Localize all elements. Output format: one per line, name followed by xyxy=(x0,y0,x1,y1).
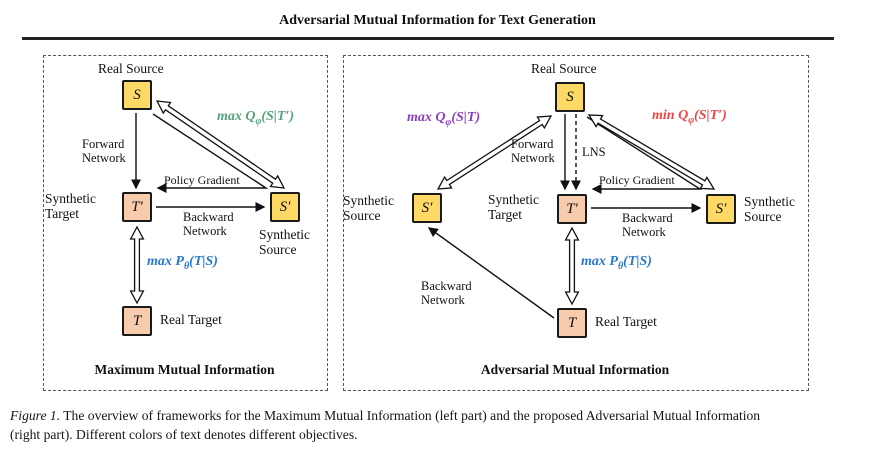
node-caption-synthetic-target: Synthetic Target xyxy=(45,191,96,221)
objective-max-q-purple: max Qφ(S|T) xyxy=(407,110,481,128)
figure-label: Figure 1. xyxy=(10,408,61,423)
objective-max-p-blue: max Pθ(T|S) xyxy=(147,254,218,272)
node-symbol: T′ xyxy=(131,198,143,215)
panel-caption-right: Adversarial Mutual Information xyxy=(480,362,670,377)
edge-label-backward-network-diag: Backward Network xyxy=(421,279,472,307)
node-symbol: S′ xyxy=(421,199,433,216)
running-title: Adversarial Mutual Information for Text … xyxy=(279,13,596,28)
panel-caption-left: Maximum Mutual Information xyxy=(94,362,275,377)
node-caption-real-source-right: Real Source xyxy=(531,61,597,76)
figure-caption-line1: Figure 1. The overview of frameworks for… xyxy=(10,408,761,423)
edge-label-lns: LNS xyxy=(582,145,606,159)
edge-label-forward-network: Forward Network xyxy=(82,137,126,165)
objective-min-q-red: min Qφ(S|T′) xyxy=(652,108,727,126)
edge-label-backward-network: Backward Network xyxy=(183,210,234,238)
node-real-target-right: T xyxy=(557,308,587,338)
edge-label-forward-network-right: Forward Network xyxy=(511,137,555,165)
edge-label-policy-gradient: Policy Gradient xyxy=(164,173,240,187)
node-synthetic-target-right: T′ xyxy=(557,194,587,224)
node-caption-real-target-right: Real Target xyxy=(595,314,657,329)
figure-caption: Figure 1. The overview of frameworks for… xyxy=(10,406,866,445)
node-synthetic-source-left: S′ xyxy=(412,193,442,223)
figure-caption-line2: (right part). Different colors of text d… xyxy=(10,427,358,443)
node-symbol: T xyxy=(132,312,142,329)
node-symbol: T′ xyxy=(566,200,578,217)
panel-adversarial-mutual-information xyxy=(343,55,809,391)
objective-max-q-green: max Qφ(S|T′) xyxy=(217,109,295,127)
node-caption-real-source: Real Source xyxy=(98,61,164,76)
node-real-source: S xyxy=(122,80,152,110)
node-real-source-right: S xyxy=(555,82,585,112)
node-symbol: S′ xyxy=(279,198,291,215)
edge-label-policy-gradient-right: Policy Gradient xyxy=(599,173,675,187)
node-synthetic-source: S′ xyxy=(270,192,300,222)
node-caption-real-target: Real Target xyxy=(160,312,222,327)
objective-max-p-blue-right: max Pθ(T|S) xyxy=(581,254,652,272)
node-symbol: S′ xyxy=(715,200,727,217)
node-symbol: S xyxy=(566,88,574,105)
node-symbol: T xyxy=(567,314,577,331)
node-caption-synthetic-source: Synthetic Source xyxy=(259,227,310,257)
title-rule xyxy=(22,37,834,40)
node-caption-synthetic-target-right: Synthetic Target xyxy=(488,192,539,222)
node-symbol: S xyxy=(133,86,141,103)
edge-label-backward-network-right: Backward Network xyxy=(622,211,673,239)
node-synthetic-source-right: S′ xyxy=(706,194,736,224)
node-real-target: T xyxy=(122,306,152,336)
panel-maximum-mutual-information xyxy=(43,55,328,391)
node-caption-synthetic-source-left: Synthetic Source xyxy=(343,193,394,223)
node-caption-synthetic-source-right: Synthetic Source xyxy=(744,194,795,224)
node-synthetic-target: T′ xyxy=(122,192,152,222)
